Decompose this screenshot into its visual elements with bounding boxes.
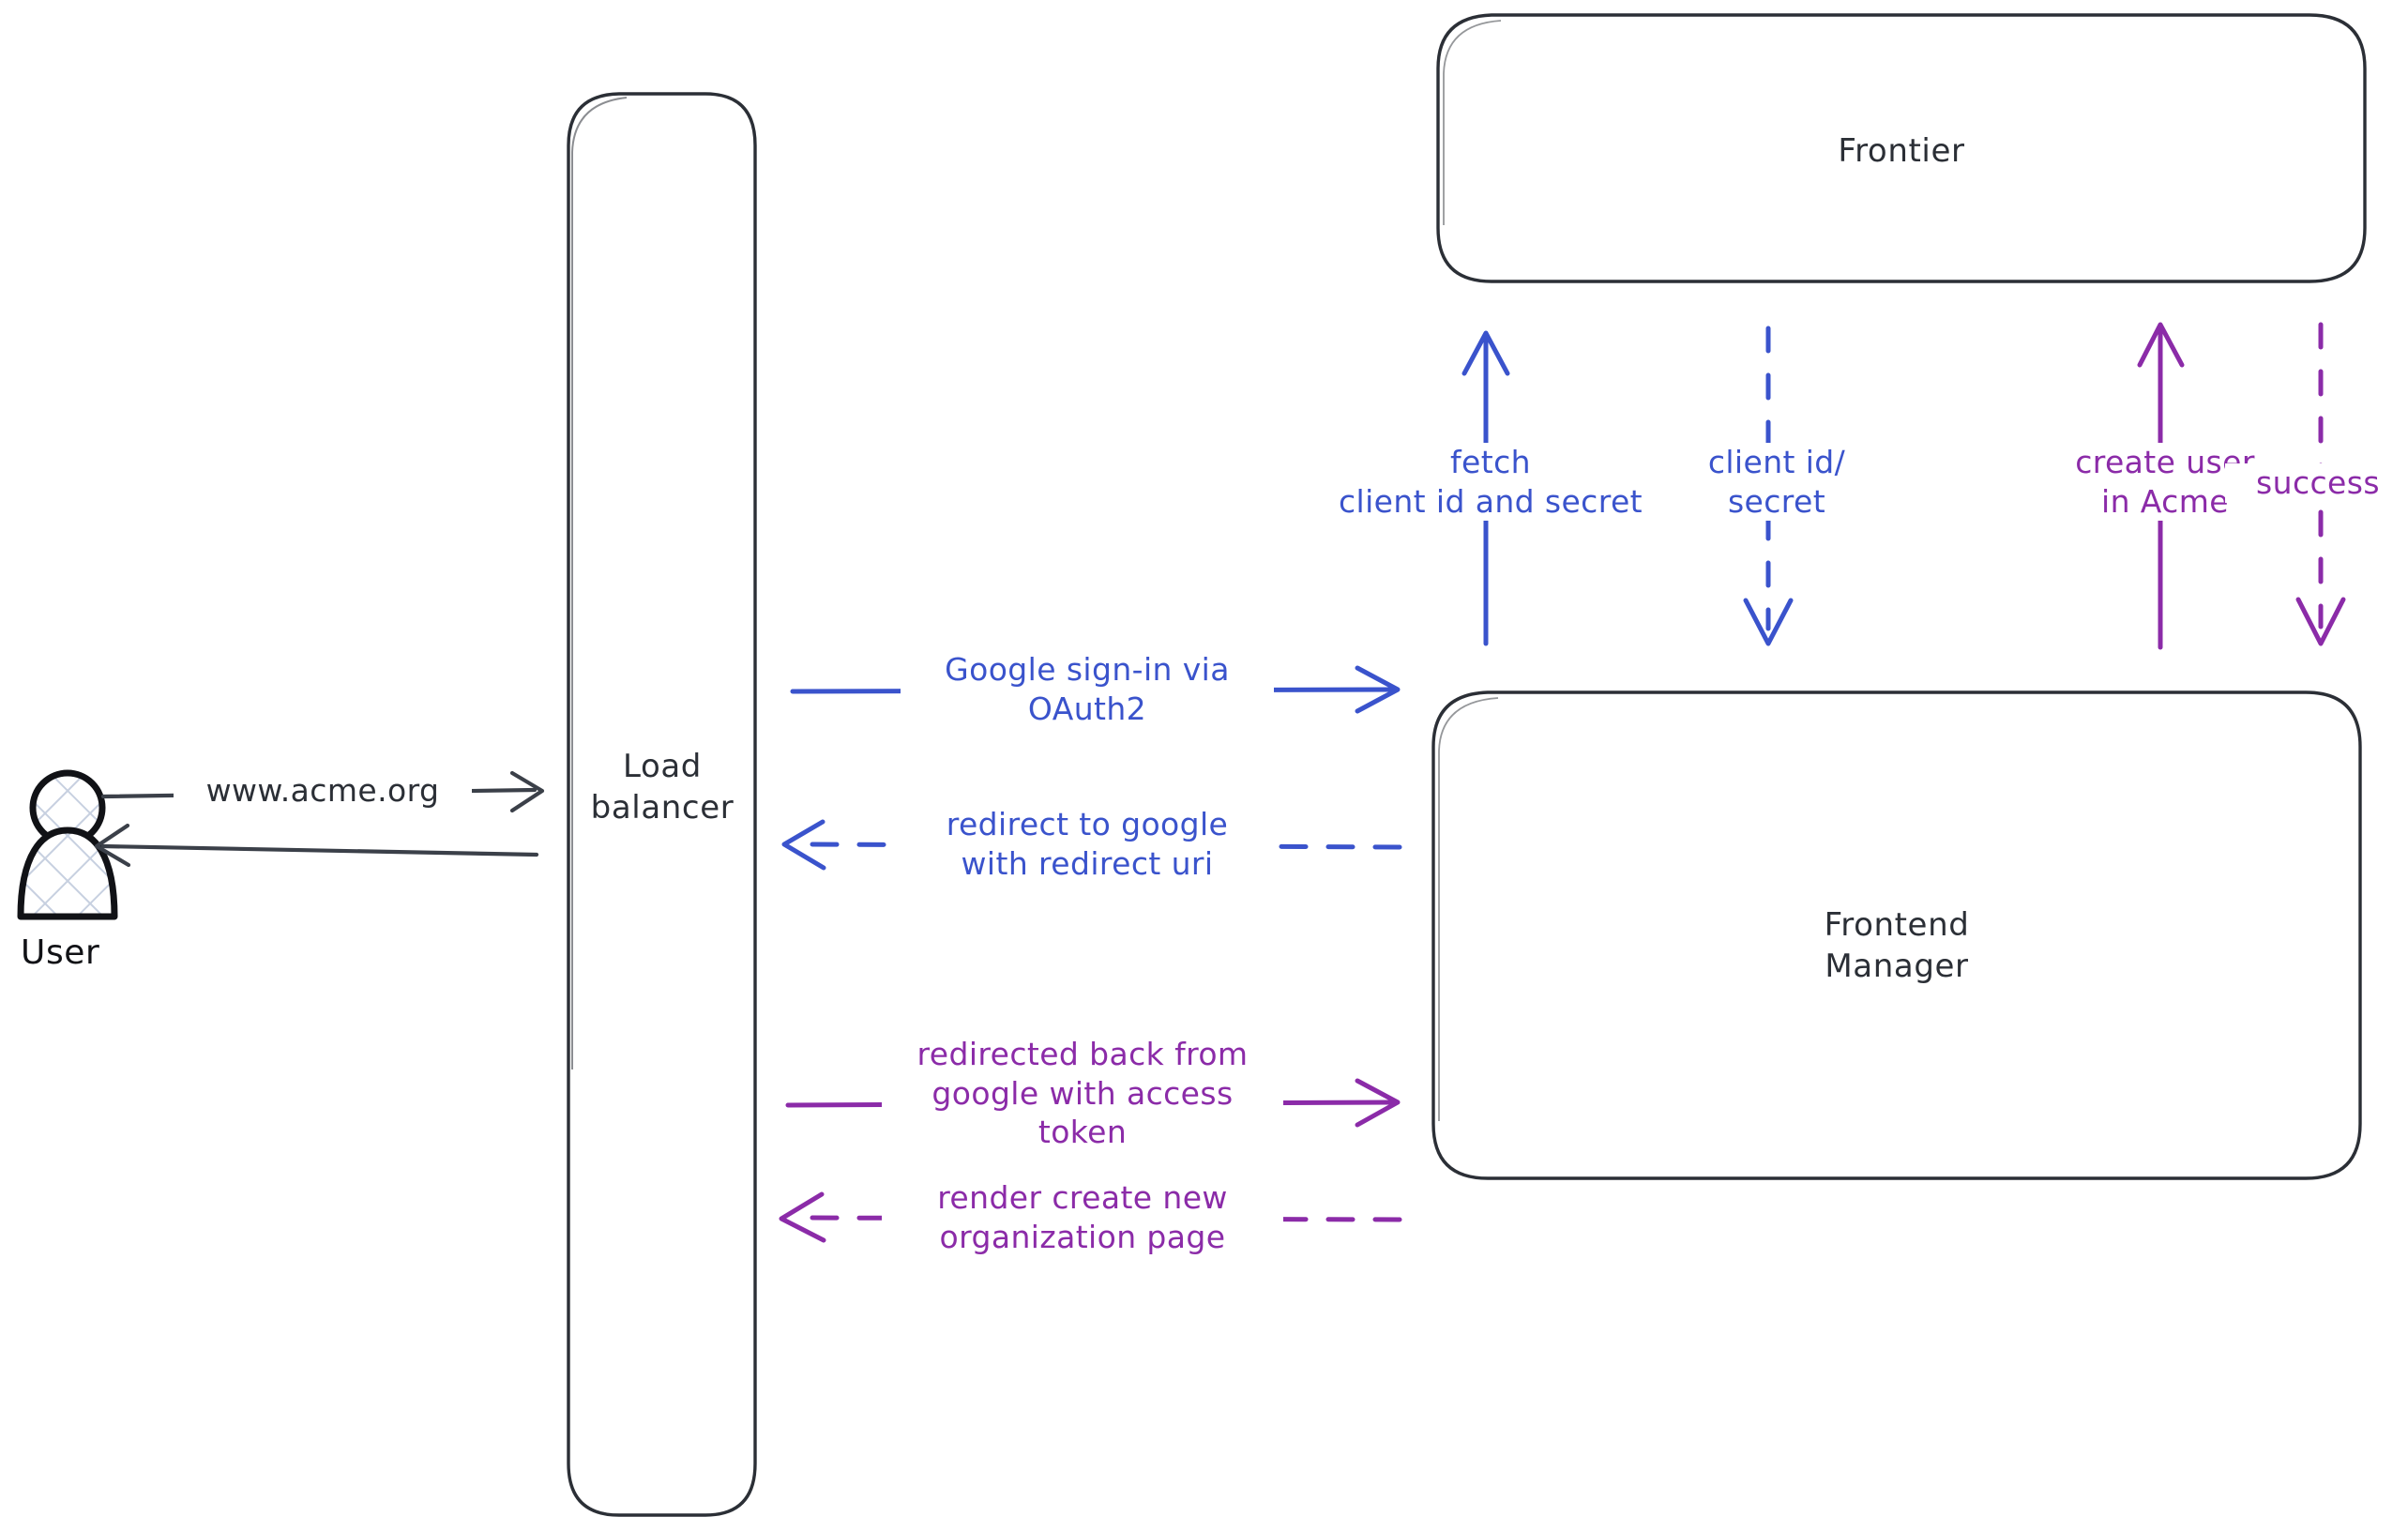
actor-label-user: User bbox=[21, 933, 100, 972]
edge-label-redirected-back-token: redirected back from google with access … bbox=[882, 1035, 1283, 1152]
node-load-balancer-box[interactable] bbox=[567, 92, 757, 1517]
edge-label-redirect-to-google: redirect to google with redirect uri bbox=[901, 805, 1274, 884]
node-frontend-manager-box[interactable] bbox=[1431, 690, 2362, 1180]
user-person-icon bbox=[17, 769, 118, 920]
node-label-frontend-manager: Frontend Manager bbox=[1824, 906, 1970, 985]
node-label-frontier: Frontier bbox=[1838, 132, 1965, 170]
edge-load-balancer-to-user bbox=[94, 823, 539, 868]
node-frontier-box[interactable] bbox=[1436, 13, 2367, 283]
edge-label-client-id-secret-response: client id/ secret bbox=[1679, 443, 1874, 522]
node-label-load-balancer: Load balancer bbox=[590, 748, 735, 827]
edge-label-render-create-org: render create new organization page bbox=[882, 1178, 1283, 1257]
edge-label-google-signin: Google sign-in via OAuth2 bbox=[901, 650, 1274, 729]
edge-label-fetch-client-id-secret: fetch client id and secret bbox=[1268, 443, 1713, 522]
edge-label-user-to-load-balancer: www.acme.org bbox=[174, 771, 472, 811]
edge-label-success-response: success bbox=[2225, 463, 2408, 503]
